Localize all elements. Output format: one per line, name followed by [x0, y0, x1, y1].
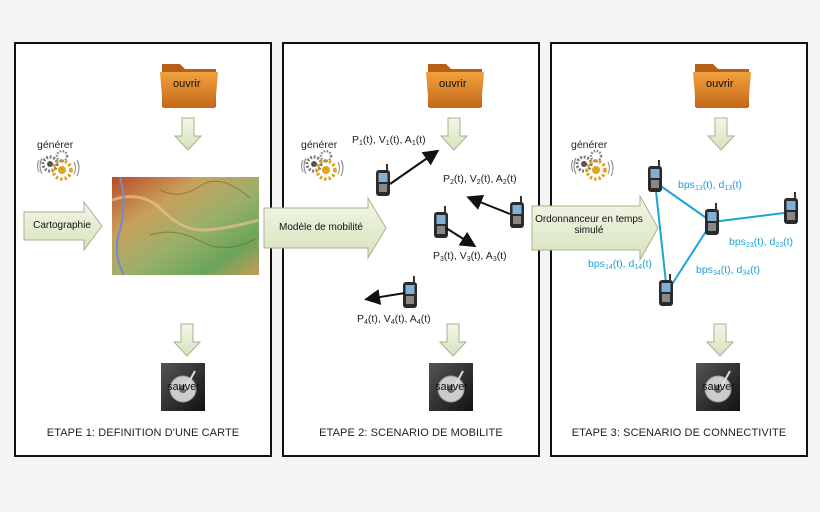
link-label-13: bps13(t), d13(t) [678, 179, 743, 192]
process-label: Modèle de mobilité [279, 222, 363, 233]
open-label: ouvrir [706, 78, 734, 90]
link-label-14: bps14(t), d14(t) [588, 258, 653, 271]
save-label: sauver [435, 381, 469, 393]
link-label-34: bps34(t), d34(t) [696, 264, 761, 277]
gears-icon[interactable] [569, 149, 615, 181]
down-arrow-icon [174, 117, 202, 151]
down-arrow-icon [707, 117, 735, 151]
terrain-map [111, 176, 260, 276]
mobility-label-2: P2(t), V2(t), A2(t) [443, 173, 517, 186]
save-label: sauver [167, 381, 201, 393]
save-label: sauver [702, 381, 736, 393]
mobile-node-icon [434, 206, 448, 238]
stage-1-caption: ETAPE 1: DEFINITION D'UNE CARTE [46, 427, 240, 439]
mobile-node-icon [376, 164, 390, 196]
gears-icon[interactable] [299, 149, 345, 181]
generate-label: générer [571, 139, 608, 151]
right-arrow-2 [263, 196, 387, 260]
generate-label: générer [301, 139, 338, 151]
down-arrow-icon [439, 323, 467, 357]
open-label: ouvrir [439, 78, 467, 90]
gears-icon[interactable] [35, 149, 81, 181]
down-arrow-icon [440, 117, 468, 151]
mobility-label-3: P3(t), V3(t), A3(t) [433, 250, 507, 263]
right-arrow-3 [531, 194, 659, 262]
mobile-node-icon [784, 192, 798, 224]
mobile-node-icon [705, 203, 719, 235]
connectivity-links [654, 181, 793, 293]
stage-2-panel: ETAPE 2: SCENARIO DE MOBILITE [282, 42, 540, 457]
stage-3-caption: ETAPE 3: SCENARIO DE CONNECTIVITE [571, 427, 787, 439]
down-arrow-icon [706, 323, 734, 357]
down-arrow-icon [173, 323, 201, 357]
process-label: Cartographie [33, 220, 91, 231]
mobile-node-icon [648, 160, 662, 192]
mobile-node-icon [510, 196, 524, 228]
right-arrow-1 [23, 200, 103, 252]
generate-label: générer [37, 139, 74, 151]
link-label-23: bps23(t), d23(t) [729, 236, 794, 249]
process-label: Ordonnanceur en temps simulé [535, 214, 643, 236]
mobile-node-icon [403, 276, 417, 308]
open-label: ouvrir [173, 78, 201, 90]
stage-2-caption: ETAPE 2: SCENARIO DE MOBILITE [319, 427, 503, 439]
mobility-label-4: P4(t), V4(t), A4(t) [357, 313, 431, 326]
mobility-label-1: P1(t), V1(t), A1(t) [352, 134, 426, 147]
